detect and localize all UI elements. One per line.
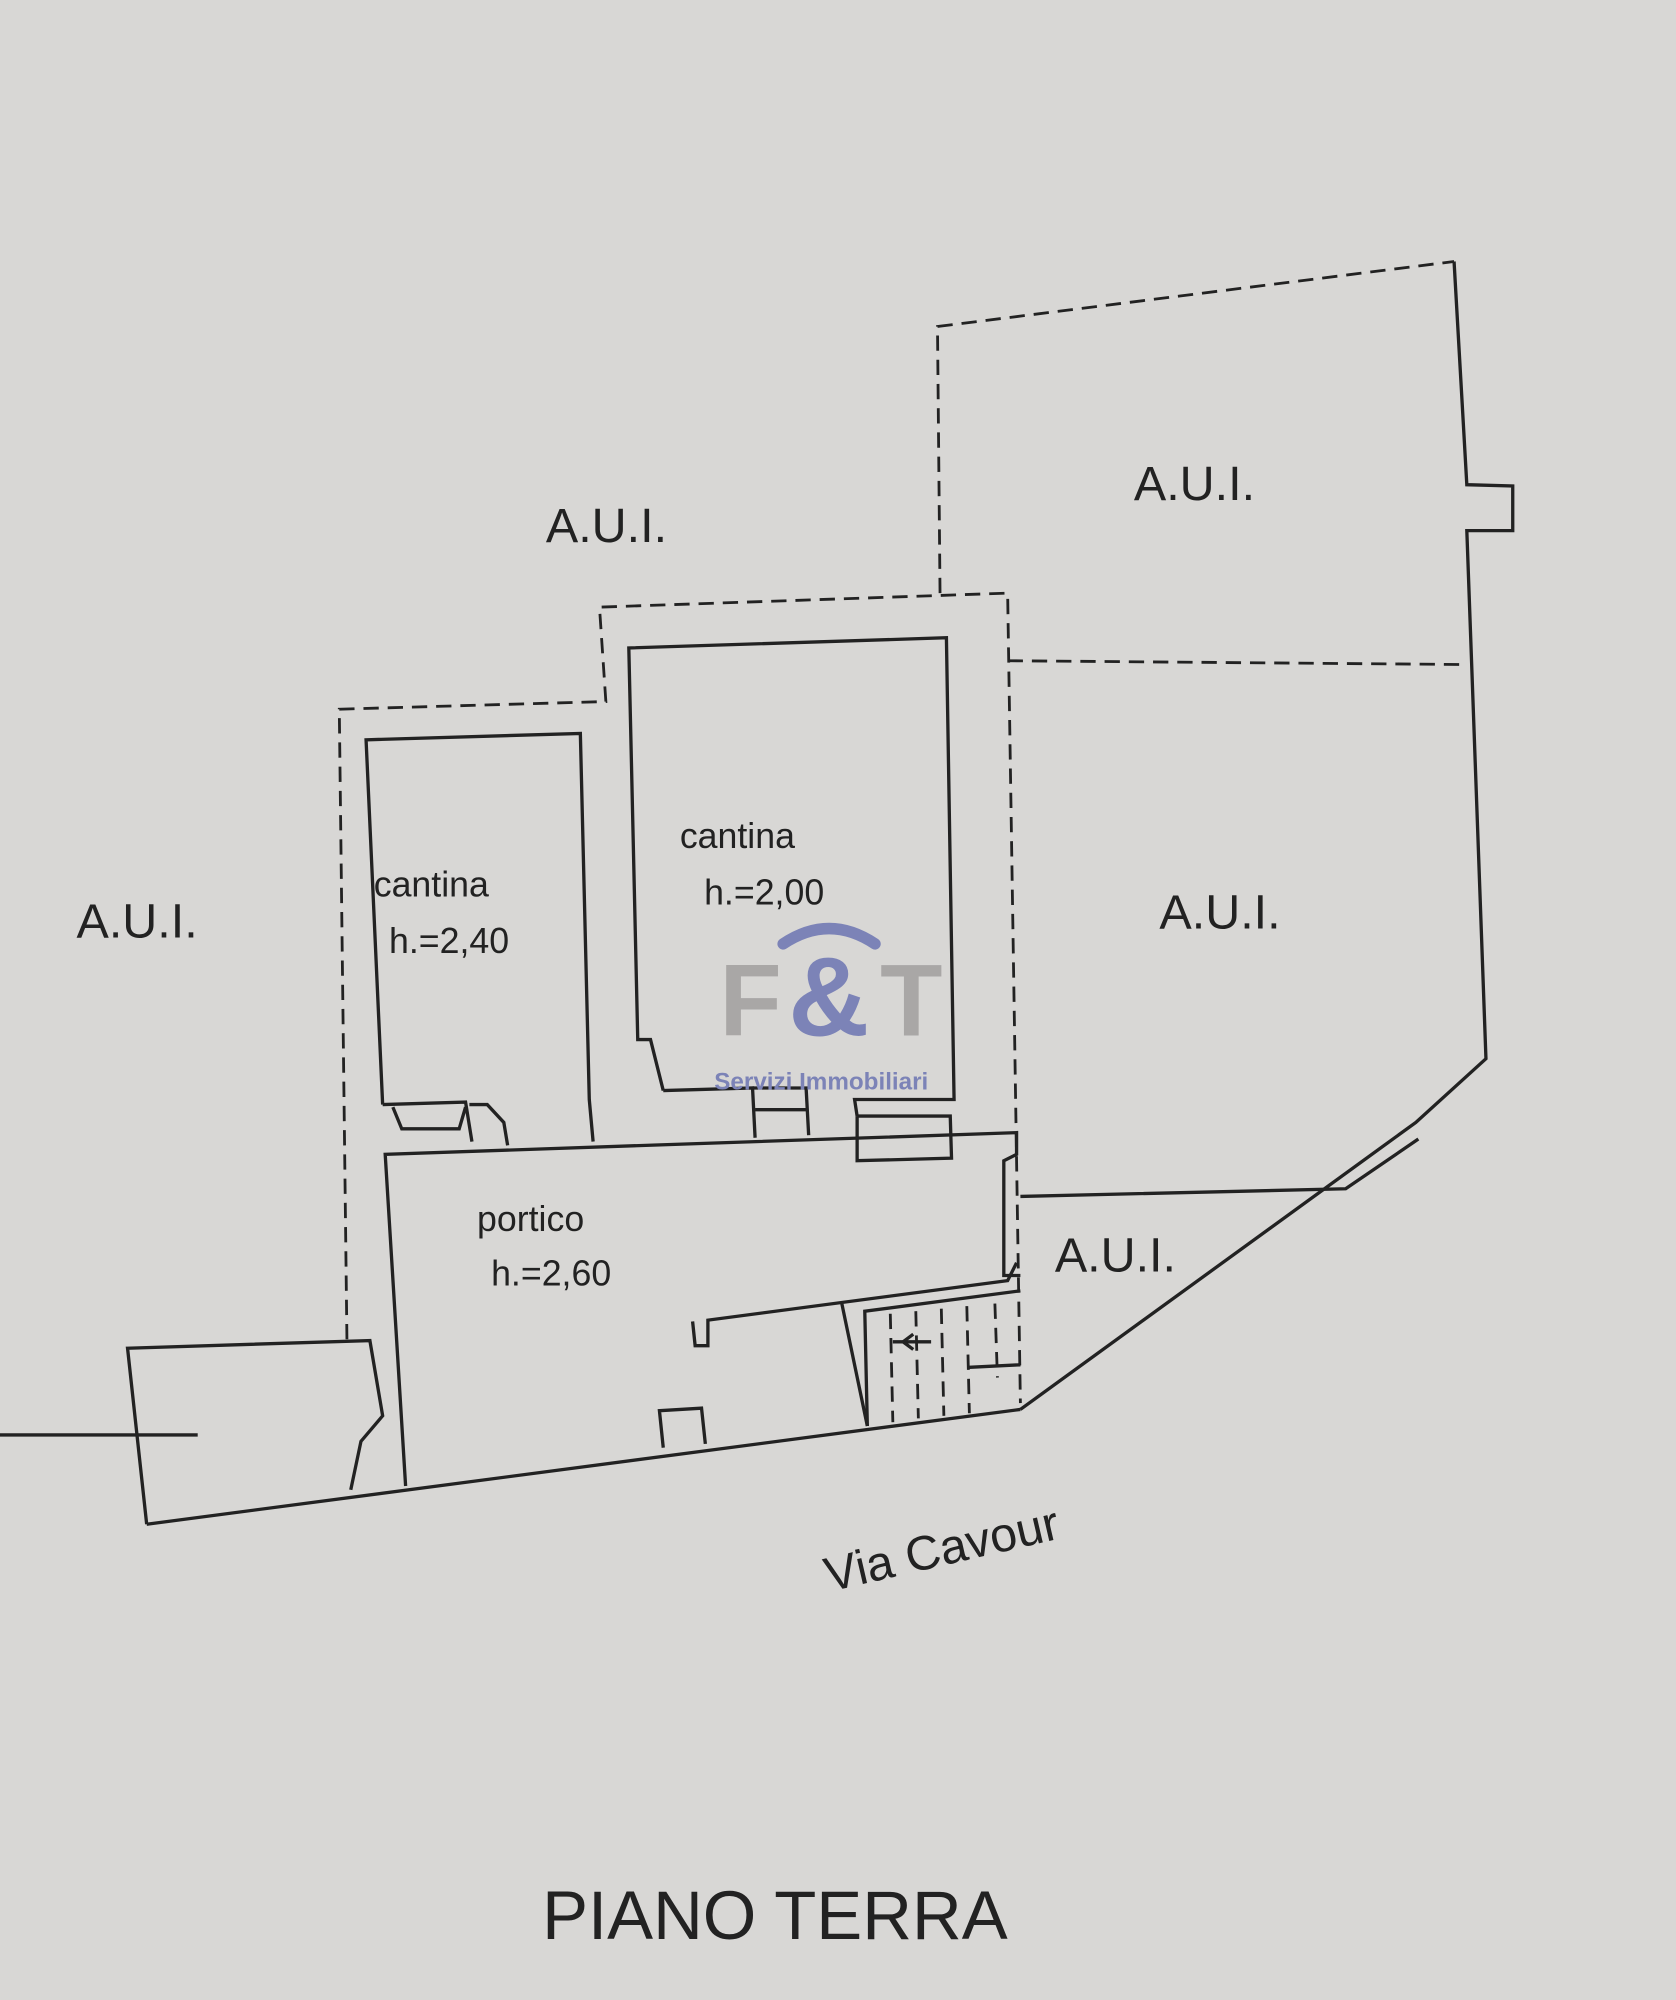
aui-label-bottom-right: A.U.I. — [1055, 1229, 1176, 1283]
roof-icon — [777, 922, 881, 950]
stair-walls — [840, 1303, 869, 1427]
aui-label-top: A.U.I. — [546, 499, 667, 553]
room-height-portico: h.=2,60 — [491, 1254, 611, 1294]
room-name-cantina-left: cantina — [374, 865, 489, 905]
room-name-cantina-right: cantina — [680, 816, 795, 856]
aui-label-left: A.U.I. — [77, 895, 198, 949]
neighbour-outline — [1019, 261, 1515, 1411]
pillar — [657, 1406, 707, 1448]
watermark-ampersand: & — [788, 934, 869, 1060]
cantina-right-door — [663, 1086, 757, 1138]
cantina-left-step — [391, 1106, 468, 1131]
room-height-cantina-left: h.=2,40 — [389, 921, 509, 961]
cantina-right-door2 — [752, 1086, 811, 1136]
portico-walls — [383, 1130, 1021, 1487]
cantina-right-step — [855, 1114, 954, 1163]
portico-partition — [690, 1262, 1019, 1348]
neighbour-wall — [1020, 1137, 1420, 1199]
watermark-letter-t: T — [880, 944, 942, 1058]
watermark-letter-f: F — [719, 944, 781, 1058]
room-name-portico: portico — [477, 1199, 584, 1239]
cantina-left-walls — [364, 731, 595, 1142]
stair-steps — [888, 1303, 1021, 1423]
street-frontage — [146, 1407, 1021, 1526]
cantina-right-walls — [627, 636, 956, 1117]
floor-title: PIANO TERRA — [542, 1877, 1008, 1954]
cantina-left-door — [382, 1100, 474, 1142]
watermark-tagline: Servizi Immobiliari — [714, 1068, 928, 1095]
left-building — [125, 1338, 385, 1525]
aui-label-top-right: A.U.I. — [1134, 457, 1255, 511]
stair-box — [863, 1289, 1021, 1427]
dashed-boundaries — [337, 260, 1467, 1404]
aui-label-right: A.U.I. — [1159, 886, 1280, 940]
room-height-cantina-right: h.=2,00 — [704, 872, 824, 912]
watermark-logo: F & T Servizi Immobiliari — [714, 922, 942, 1095]
street-name: Via Cavour — [819, 1496, 1064, 1602]
cantina-left-step2 — [469, 1102, 510, 1146]
